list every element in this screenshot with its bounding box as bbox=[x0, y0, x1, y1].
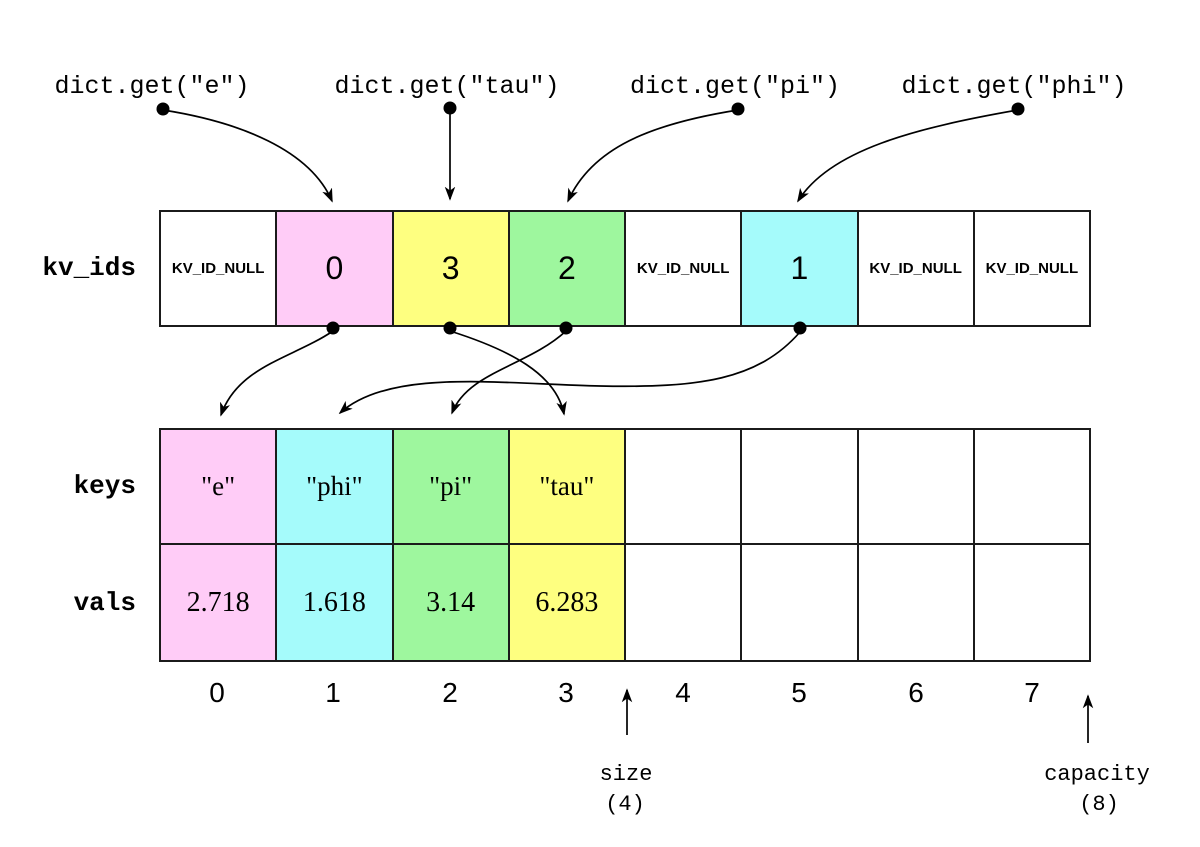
index-label-0: 0 bbox=[209, 677, 225, 708]
anchor-dot-pi bbox=[731, 102, 745, 116]
anchor-dot-phi bbox=[1011, 102, 1025, 116]
kv-id-value: 2 bbox=[557, 250, 576, 286]
query-label-tau: dict.get("tau") bbox=[334, 72, 560, 101]
vals-row-label: vals bbox=[73, 588, 136, 618]
kv-id-null-text: KV_ID_NULL bbox=[869, 260, 962, 277]
keys-cell: "e" bbox=[161, 430, 278, 545]
vals-cell bbox=[742, 545, 859, 660]
keys-row-label: keys bbox=[73, 471, 136, 501]
index-label-6: 6 bbox=[908, 677, 924, 708]
kv-ids-cell: 0 bbox=[277, 212, 394, 325]
vals-row: 2.718 1.618 3.14 6.283 bbox=[161, 545, 1089, 660]
kv-ids-cell: 3 bbox=[393, 212, 510, 325]
kv-ids-cell: 1 bbox=[742, 212, 859, 325]
key-value: "pi" bbox=[429, 471, 473, 501]
query-label-pi: dict.get("pi") bbox=[629, 72, 841, 101]
capacity-label: capacity bbox=[1044, 762, 1150, 787]
keys-cell bbox=[626, 430, 743, 545]
anchor-dot-e bbox=[156, 102, 170, 116]
kvid-arrow-3-to-tau bbox=[449, 330, 567, 416]
index-label-3: 3 bbox=[558, 677, 574, 708]
keys-cell bbox=[858, 430, 975, 545]
kv-id-null-text: KV_ID_NULL bbox=[636, 260, 730, 277]
keys-cell: "phi" bbox=[277, 430, 394, 545]
vals-cell bbox=[626, 545, 743, 660]
anchor-dot-tau bbox=[443, 101, 457, 115]
vals-cell: 1.618 bbox=[277, 545, 394, 660]
key-value: "phi" bbox=[306, 471, 363, 501]
kvid-arrow-0-to-e bbox=[220, 330, 334, 417]
kvid-arrow-1-to-phi bbox=[338, 331, 801, 415]
kv-id-value: 1 bbox=[790, 250, 809, 286]
key-value: "e" bbox=[201, 471, 236, 501]
val-value: 6.283 bbox=[535, 586, 599, 618]
query-arrow-pi bbox=[567, 109, 739, 203]
vals-cell: 2.718 bbox=[161, 545, 278, 660]
kv-ids-cell: KV_ID_NULL bbox=[626, 212, 743, 325]
keys-cell bbox=[974, 430, 1089, 545]
query-label-phi: dict.get("phi") bbox=[901, 72, 1127, 101]
kv-ids-cell: KV_ID_NULL bbox=[858, 212, 975, 325]
index-label-1: 1 bbox=[325, 677, 341, 708]
query-arrow-phi bbox=[797, 109, 1019, 203]
index-label-2: 2 bbox=[442, 677, 458, 708]
kv-ids-row-label: kv_ids bbox=[42, 253, 136, 283]
keys-cell bbox=[742, 430, 859, 545]
kv-ids-cell: KV_ID_NULL bbox=[161, 212, 278, 325]
kv-ids-array: KV_ID_NULL 0 3 2 KV_ID_NULL 1 KV_ID_NULL… bbox=[159, 210, 1091, 327]
size-label: size bbox=[599, 762, 653, 787]
vals-cell: 3.14 bbox=[393, 545, 510, 660]
keys-row: "e" "phi" "pi" "tau" bbox=[161, 430, 1089, 545]
capacity-value: (8) bbox=[1079, 792, 1119, 817]
val-value: 2.718 bbox=[186, 586, 250, 618]
kv-id-value: 3 bbox=[441, 250, 460, 286]
key-value: "tau" bbox=[539, 471, 595, 501]
index-label-5: 5 bbox=[791, 677, 807, 708]
val-value: 3.14 bbox=[426, 586, 476, 618]
kv-ids-cell: 2 bbox=[509, 212, 626, 325]
kv-ids-cell: KV_ID_NULL bbox=[974, 212, 1089, 325]
query-arrow-e bbox=[162, 109, 333, 203]
vals-cell: 6.283 bbox=[509, 545, 626, 660]
val-value: 1.618 bbox=[302, 586, 366, 618]
keys-vals-array: "e" "phi" "pi" "tau" 2.718 1.618 3.14 6.… bbox=[159, 428, 1091, 662]
query-label-e: dict.get("e") bbox=[54, 72, 250, 101]
vals-cell bbox=[974, 545, 1089, 660]
vals-cell bbox=[858, 545, 975, 660]
kv-id-value: 0 bbox=[325, 250, 344, 286]
keys-cell: "pi" bbox=[393, 430, 510, 545]
kv-id-null-text: KV_ID_NULL bbox=[171, 260, 265, 277]
kvid-arrow-2-to-pi bbox=[451, 330, 567, 415]
index-label-7: 7 bbox=[1024, 677, 1040, 708]
kv-id-null-text: KV_ID_NULL bbox=[985, 260, 1079, 277]
size-value: (4) bbox=[605, 792, 645, 817]
keys-cell: "tau" bbox=[509, 430, 626, 545]
index-label-4: 4 bbox=[675, 677, 691, 708]
